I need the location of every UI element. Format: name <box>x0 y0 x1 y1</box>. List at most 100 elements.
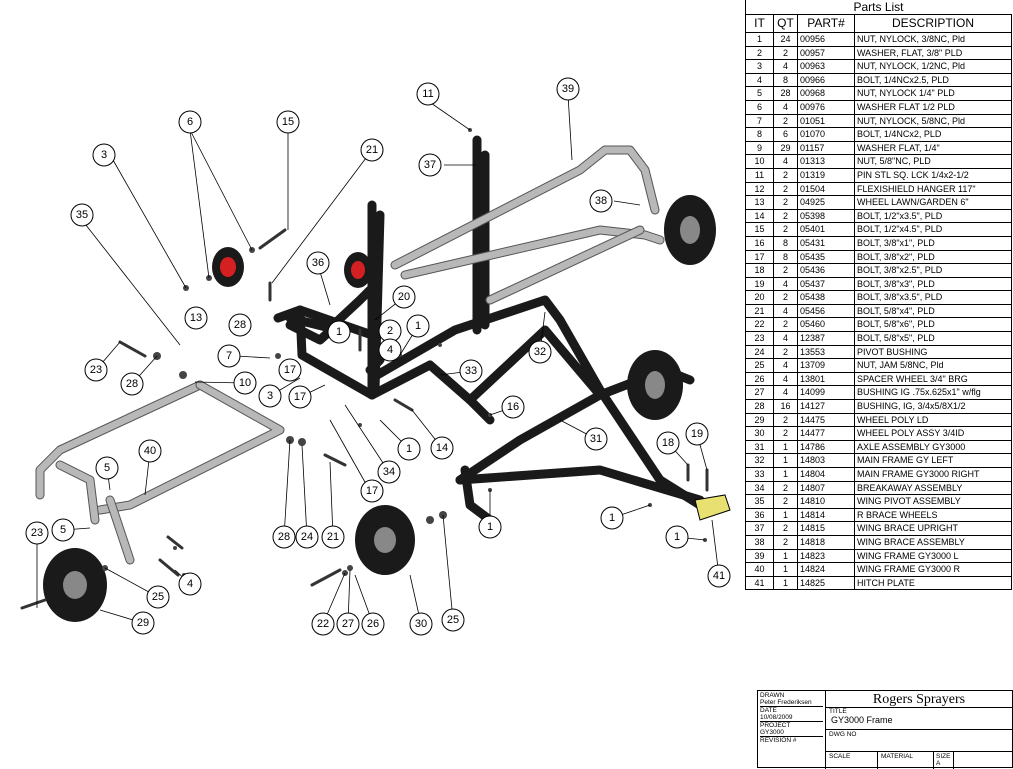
quantity: 8 <box>773 72 798 88</box>
quantity: 4 <box>773 303 798 319</box>
size-value: A <box>936 760 941 767</box>
quantity: 2 <box>773 208 798 224</box>
part-number: 12387 <box>797 331 855 346</box>
date-label: DATE <box>760 707 777 714</box>
part-number: 14475 <box>797 412 855 428</box>
item-balloon: 24 <box>295 525 319 549</box>
item-balloon: 41 <box>707 564 731 588</box>
item-balloon: 17 <box>288 385 312 409</box>
item-balloon: 3 <box>92 143 116 167</box>
quantity: 2 <box>773 222 798 237</box>
item-balloon-label: 17 <box>294 391 306 403</box>
quantity: 2 <box>773 317 798 333</box>
description: HITCH PLATE <box>854 575 1012 591</box>
quantity: 4 <box>773 371 798 387</box>
part-number: 05401 <box>797 222 855 237</box>
item-balloon: 38 <box>589 189 613 213</box>
item-number: 8 <box>745 127 774 142</box>
wing-frame-left <box>390 145 665 305</box>
item-balloon-label: 38 <box>595 195 607 207</box>
column-header-description: DESCRIPTION <box>854 14 1012 33</box>
wing-frame-right <box>35 380 285 565</box>
item-balloon-label: 25 <box>152 591 164 603</box>
description: BOLT, 1/2"x3.5", PLD <box>854 208 1012 224</box>
part-number: 14814 <box>797 507 855 523</box>
description: WING BRACE UPRIGHT <box>854 521 1012 536</box>
item-number: 13 <box>745 195 774 210</box>
item-balloon: 29 <box>131 611 155 635</box>
item-number: 20 <box>745 290 774 305</box>
quantity: 2 <box>773 113 798 129</box>
item-balloon: 21 <box>321 525 345 549</box>
item-number: 23 <box>745 331 774 346</box>
drawn-by: Peter Frederiksen <box>760 699 823 707</box>
item-balloon: 27 <box>336 612 360 636</box>
part-number: 00966 <box>797 72 855 88</box>
description: NUT, 5/8"NC, PLD <box>854 154 1012 169</box>
quantity: 2 <box>773 534 798 550</box>
item-number: 2 <box>745 45 774 61</box>
item-number: 19 <box>745 276 774 292</box>
item-balloon: 11 <box>416 82 440 106</box>
item-balloon: 25 <box>146 585 170 609</box>
wheel-lawn-garden-1 <box>212 247 244 287</box>
item-number: 3 <box>745 59 774 74</box>
description: WASHER FLAT, 1/4" <box>854 140 1012 156</box>
title-block: DRAWN Peter Frederiksen DATE 10/08/2009 … <box>757 690 1013 769</box>
part-number: 05438 <box>797 290 855 305</box>
description: WING BRACE ASSEMBLY <box>854 534 1012 550</box>
quantity: 1 <box>773 467 798 482</box>
item-number: 33 <box>745 467 774 482</box>
item-balloon-label: 10 <box>239 377 251 389</box>
item-balloon-label: 20 <box>398 291 410 303</box>
description: BOLT, 3/8"x2", PLD <box>854 249 1012 265</box>
quantity: 16 <box>773 399 798 414</box>
description: NUT, NYLOCK, 3/8NC, Pld <box>854 32 1012 47</box>
item-balloon-label: 18 <box>662 437 674 449</box>
item-balloon-label: 28 <box>234 319 246 331</box>
part-number: 14804 <box>797 467 855 482</box>
drawing-title: GY3000 Frame <box>831 715 893 725</box>
item-number: 15 <box>745 222 774 237</box>
part-number: 14099 <box>797 385 855 401</box>
item-balloon: 28 <box>120 372 144 396</box>
part-number: 05398 <box>797 208 855 224</box>
item-balloon-label: 1 <box>406 443 412 455</box>
item-number: 38 <box>745 534 774 550</box>
description: PIVOT BUSHING <box>854 344 1012 360</box>
item-balloon-label: 25 <box>447 614 459 626</box>
description: MAIN FRAME GY LEFT <box>854 453 1012 468</box>
quantity: 1 <box>773 575 798 591</box>
item-balloon: 28 <box>272 525 296 549</box>
item-balloon-label: 7 <box>226 350 232 362</box>
item-balloon-label: 11 <box>422 88 433 100</box>
part-number: 01319 <box>797 167 855 183</box>
item-balloon-label: 1 <box>487 521 493 533</box>
item-number: 7 <box>745 113 774 129</box>
wheel-lawn-garden-2 <box>344 252 372 288</box>
item-number: 9 <box>745 140 774 156</box>
column-header-qt: QT <box>773 14 798 33</box>
part-number: 14818 <box>797 534 855 550</box>
wheel-poly-right-top <box>664 195 716 265</box>
quantity: 2 <box>773 167 798 183</box>
item-number: 34 <box>745 480 774 496</box>
item-balloon-label: 3 <box>267 390 273 402</box>
item-balloon-label: 28 <box>126 378 138 390</box>
item-balloon-label: 1 <box>674 531 680 543</box>
item-number: 30 <box>745 426 774 441</box>
quantity: 1 <box>773 548 798 564</box>
description: WHEEL LAWN/GARDEN 6" <box>854 195 1012 210</box>
part-number: 05431 <box>797 235 855 251</box>
part-number: 01313 <box>797 154 855 169</box>
description: AXLE ASSEMBLY GY3000 <box>854 439 1012 455</box>
